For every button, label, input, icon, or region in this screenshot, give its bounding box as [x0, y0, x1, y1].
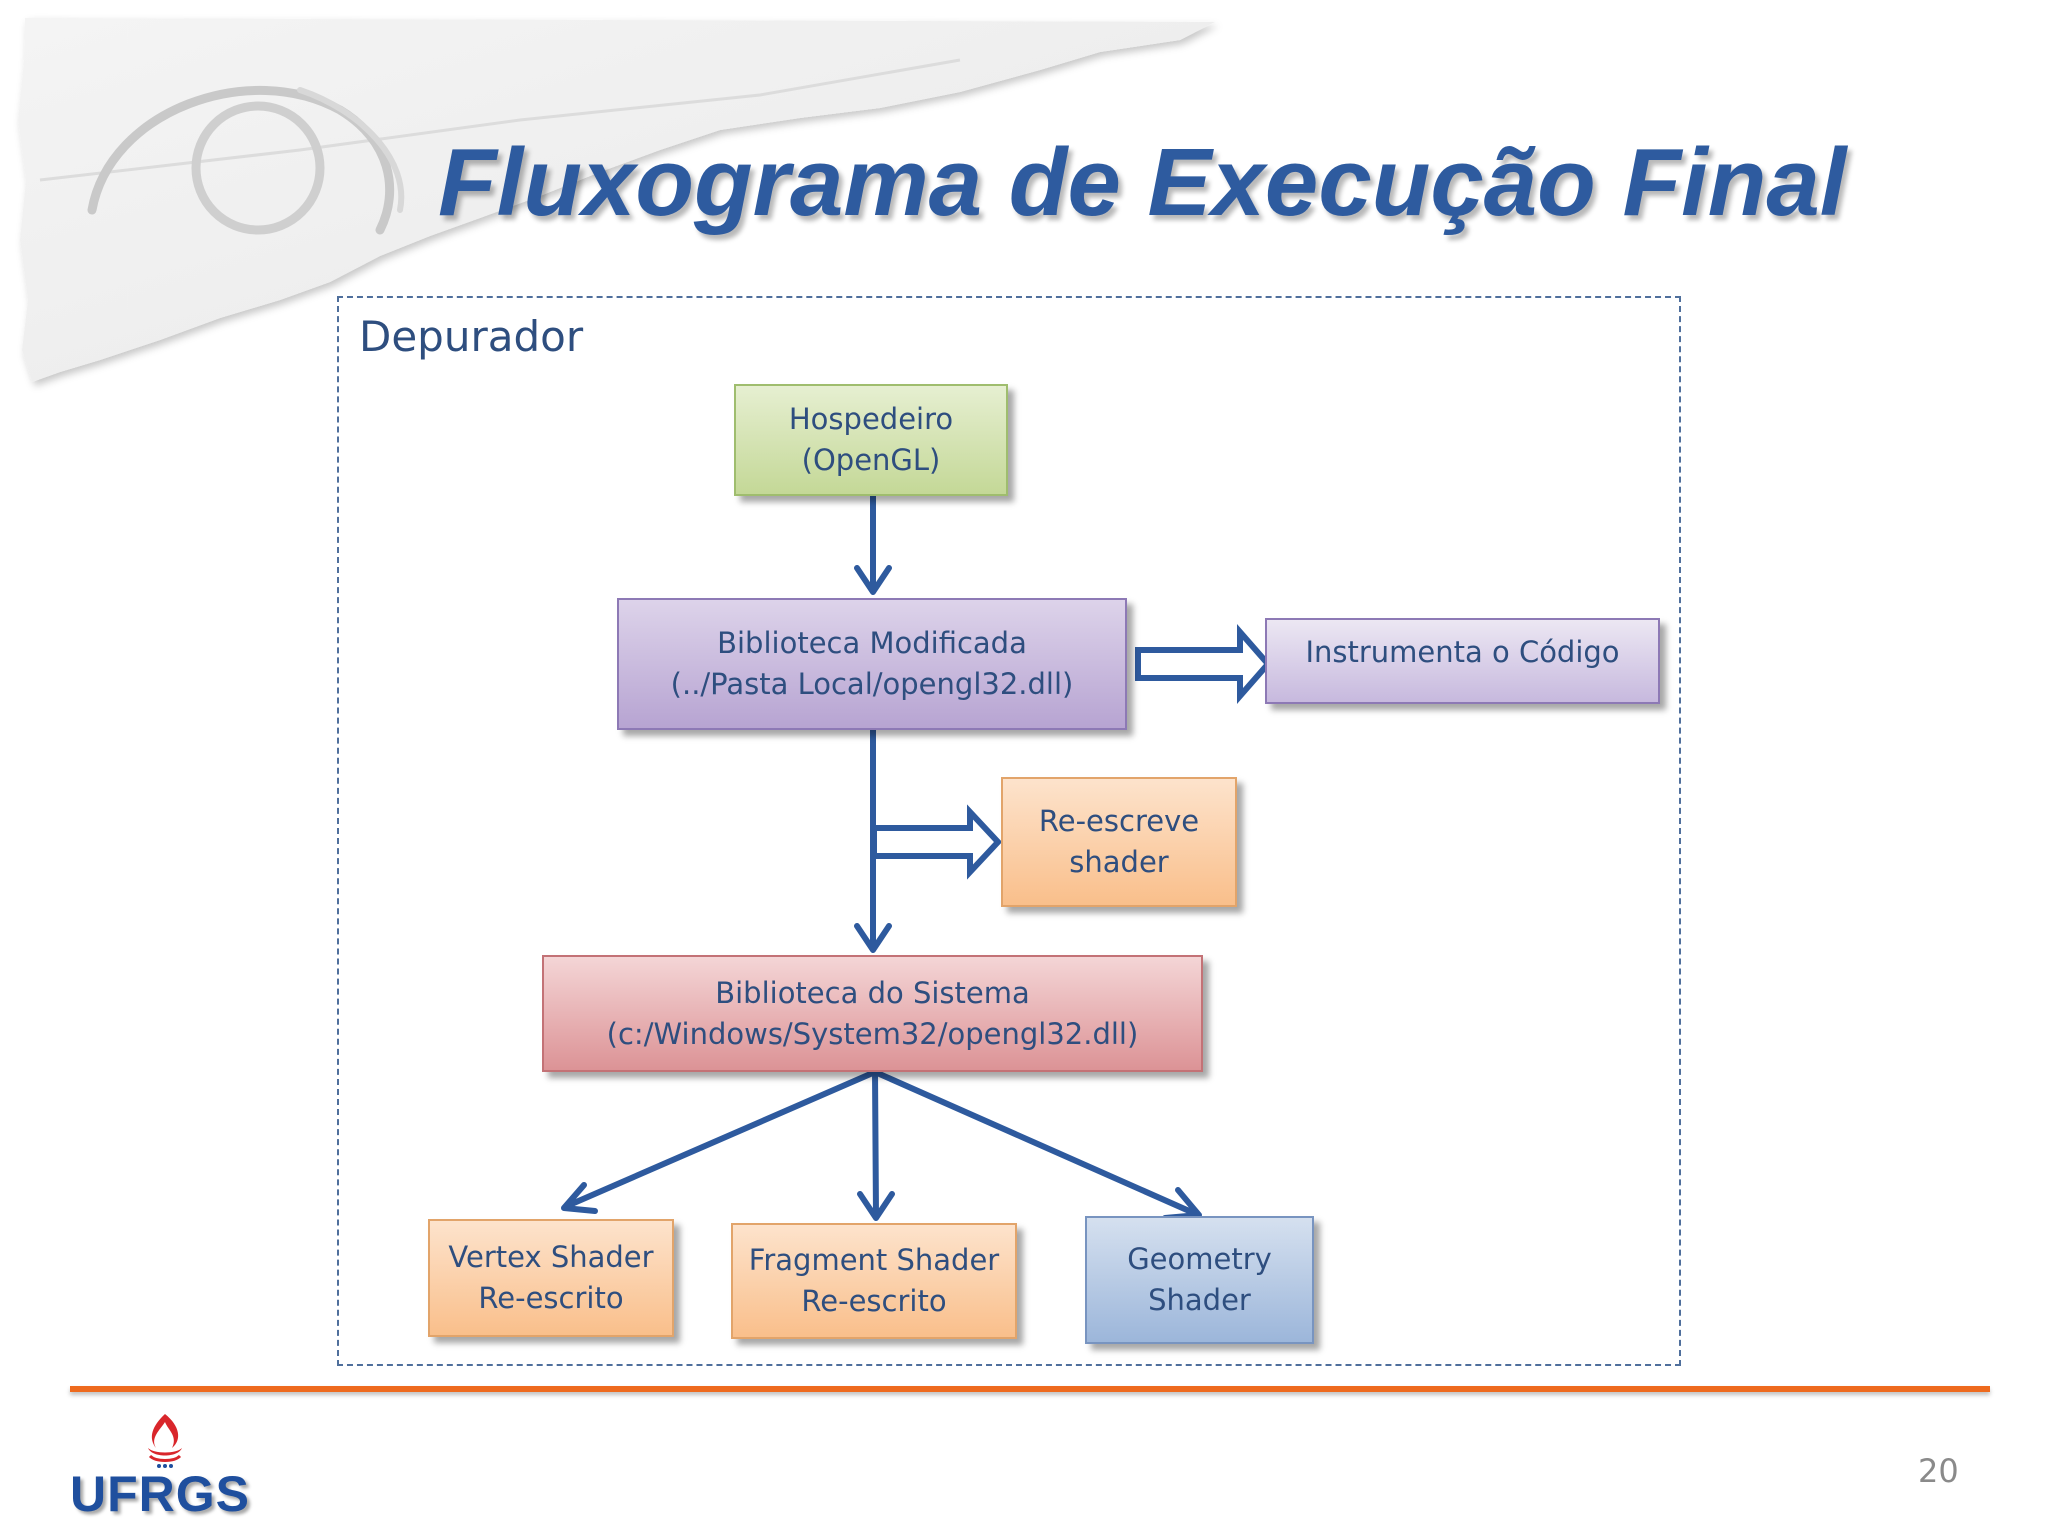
node-vertex-shader: Vertex Shader Re-escrito	[428, 1219, 674, 1337]
node-system-library: Biblioteca do Sistema (c:/Windows/System…	[542, 955, 1203, 1072]
node-host-line1: Hospedeiro	[788, 402, 954, 436]
node-instrument-line1: Instrumenta o Código	[1305, 635, 1620, 669]
node-modified-line2: (../Pasta Local/opengl32.dll)	[670, 667, 1074, 701]
node-vertex-line1: Vertex Shader	[448, 1240, 654, 1274]
node-instrument-code: Instrumenta o Código	[1265, 618, 1660, 704]
node-system-line2: (c:/Windows/System32/opengl32.dll)	[606, 1016, 1139, 1051]
ufrgs-logo-text: UFRGS	[70, 1466, 250, 1522]
node-system-line1: Biblioteca do Sistema	[715, 975, 1030, 1010]
node-fragment-shader: Fragment Shader Re-escrito	[731, 1223, 1017, 1339]
node-host-opengl: Hospedeiro (OpenGL)	[734, 384, 1008, 496]
eye-swirl-inner	[191, 101, 325, 235]
page-number: 20	[1918, 1452, 1959, 1490]
node-rewrite-line2: shader	[1069, 845, 1169, 879]
eye-swirl-outer	[87, 85, 395, 235]
node-vertex-line2: Re-escrito	[478, 1281, 624, 1315]
torn-paper-shape	[18, 18, 1215, 382]
slide-title: Fluxograma de Execução Final	[438, 129, 1847, 236]
ufrgs-flame-logo-icon	[148, 1414, 182, 1468]
node-host-line2: (OpenGL)	[801, 443, 941, 477]
node-geometry-line2: Shader	[1148, 1283, 1251, 1317]
footer-divider	[70, 1386, 1990, 1392]
eye-swirl-tail	[297, 87, 405, 213]
node-geometry-shader: Geometry Shader	[1085, 1216, 1314, 1344]
node-fragment-line1: Fragment Shader	[748, 1243, 1000, 1277]
paper-texture-line	[39, 58, 961, 182]
node-geometry-line1: Geometry	[1127, 1242, 1272, 1276]
debugger-label: Depurador	[359, 312, 584, 361]
debugger-frame	[337, 296, 1681, 1366]
node-modified-library: Biblioteca Modificada (../Pasta Local/op…	[617, 598, 1127, 730]
node-modified-line1: Biblioteca Modificada	[717, 626, 1027, 660]
node-fragment-line2: Re-escrito	[801, 1284, 947, 1318]
node-rewrite-line1: Re-escreve	[1038, 804, 1200, 838]
node-rewrite-shader: Re-escreve shader	[1001, 777, 1237, 907]
